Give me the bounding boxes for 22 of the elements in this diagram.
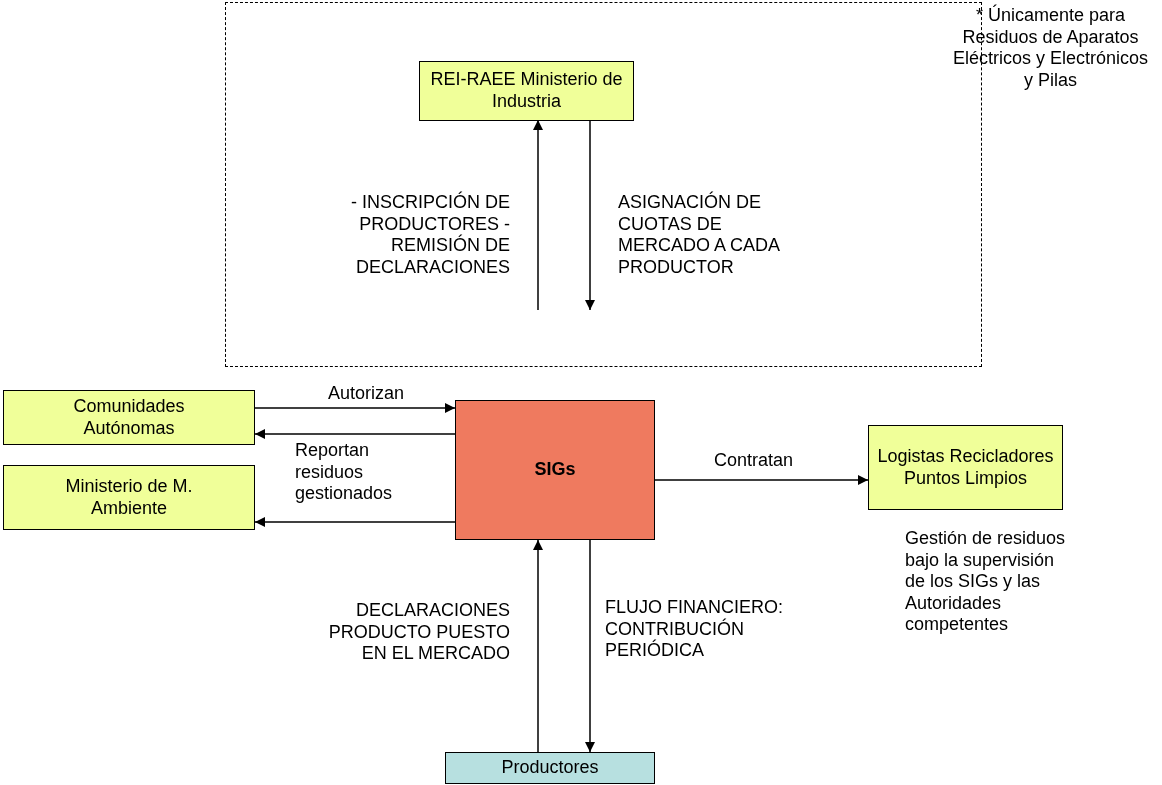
arrow: [254, 429, 456, 439]
edge-label: Contratan: [714, 450, 795, 472]
process-box: Productores: [445, 752, 655, 784]
process-box: Ministerio de M. Ambiente: [3, 465, 255, 530]
arrow: [533, 539, 543, 753]
edge-label: ASIGNACIÓN DE CUOTAS DE MERCADO A CADA PRODUCTOR: [618, 192, 781, 279]
arrow: [254, 403, 456, 413]
process-box: Comunidades Autónomas: [3, 390, 255, 445]
arrow: [533, 119, 543, 311]
edge-label: Reportan residuos gestionados: [295, 440, 394, 505]
process-box: SIGs: [455, 400, 655, 540]
process-box: Logistas Recicladores Puntos Limpios: [868, 425, 1063, 510]
arrow: [585, 119, 595, 311]
edge-label: FLUJO FINANCIERO: CONTRIBUCIÓN PERIÓDICA: [605, 597, 784, 662]
arrow: [654, 475, 869, 485]
edge-label: Autorizan: [328, 383, 406, 405]
edge-label: - INSCRIPCIÓN DE PRODUCTORES - REMISIÓN DE DECLARACIONES: [350, 192, 510, 279]
process-box: REI-RAEE Ministerio de Industria: [419, 61, 634, 121]
arrow: [585, 539, 595, 753]
arrow: [254, 517, 456, 527]
node-caption: Gestión de residuos bajo la supervisión de los SIGs y las Autoridades competentes: [905, 528, 1067, 636]
edge-label: DECLARACIONES PRODUCTO PUESTO EN EL MERCADO: [327, 600, 510, 665]
